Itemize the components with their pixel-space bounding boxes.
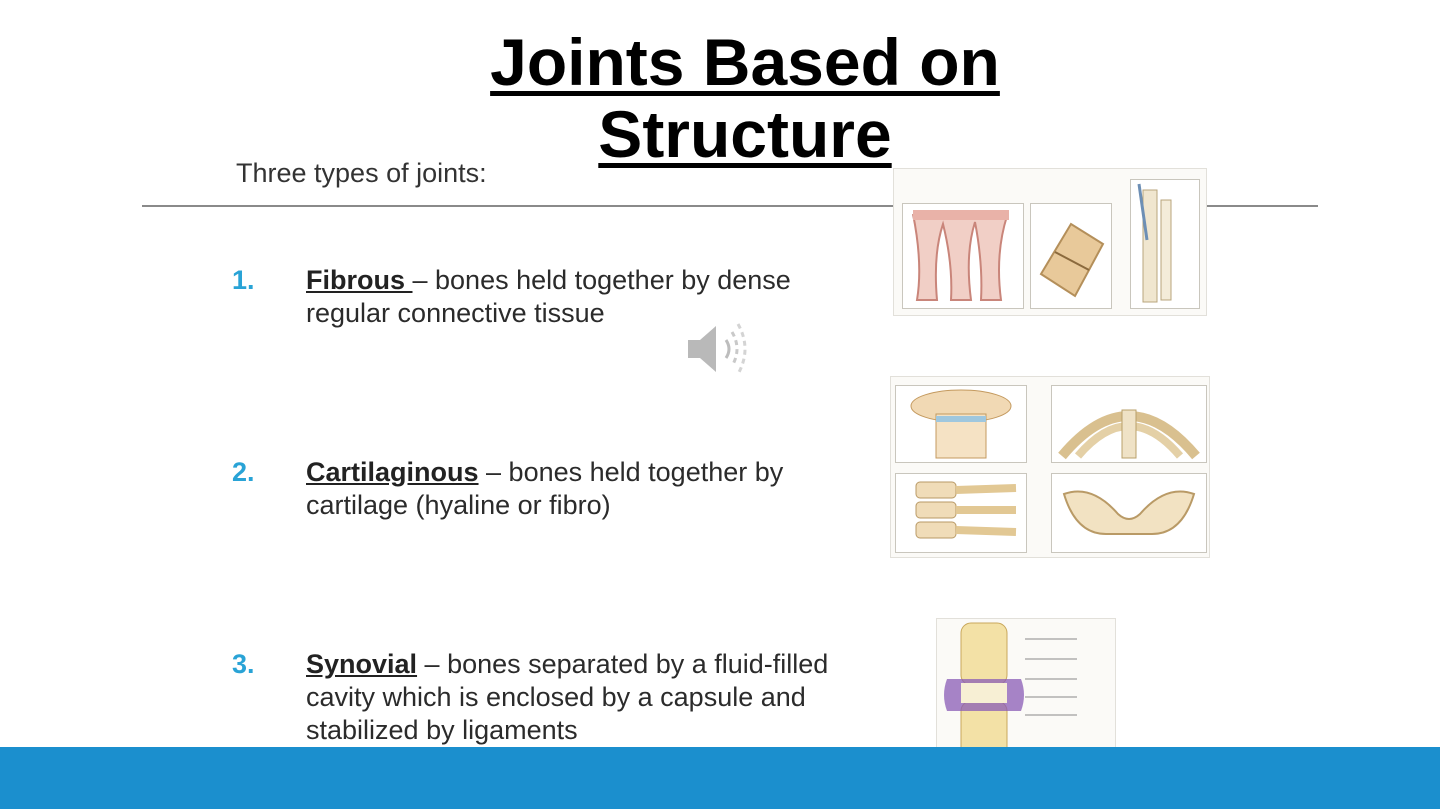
item-number: 1. (232, 265, 255, 295)
fibrous-joint-illustration (893, 168, 1207, 316)
divider-left (142, 205, 894, 207)
syndesmosis-panel (1030, 203, 1112, 309)
epiphyseal-plate-panel (895, 385, 1027, 463)
item-number: 3. (232, 649, 255, 679)
joint-type-cartilaginous: 2. Cartilaginous – bones held together b… (232, 456, 882, 522)
subtitle: Three types of joints: (236, 158, 487, 188)
divider-right (1206, 205, 1318, 207)
item-term: Fibrous (306, 265, 413, 295)
item-description: – bones held together by dense regular c… (306, 265, 791, 328)
sternocostal-panel (1051, 385, 1207, 463)
speaker-icon[interactable] (684, 316, 758, 382)
joint-type-fibrous: 1. Fibrous – bones held together by dens… (232, 264, 882, 330)
item-term: Cartilaginous (306, 457, 479, 487)
item-description: – bones separated by a fluid-filled cavi… (306, 649, 829, 745)
item-term: Synovial (306, 649, 418, 679)
footer-bar (0, 747, 1440, 809)
joint-type-synovial: 3. Synovial – bones separated by a fluid… (232, 648, 832, 747)
item-description: – bones held together by cartilage (hyal… (306, 457, 784, 520)
title-line-1: Joints Based on (490, 25, 1000, 99)
intervertebral-panel (895, 473, 1027, 553)
slide-title: Joints Based on Structure (380, 26, 1110, 170)
title-line-2: Structure (598, 97, 892, 171)
item-number: 2. (232, 457, 255, 487)
gomphosis-panel (1130, 179, 1200, 309)
suture-panel (902, 203, 1024, 309)
cartilaginous-joint-illustration (890, 376, 1210, 558)
pubic-symphysis-panel (1051, 473, 1207, 553)
